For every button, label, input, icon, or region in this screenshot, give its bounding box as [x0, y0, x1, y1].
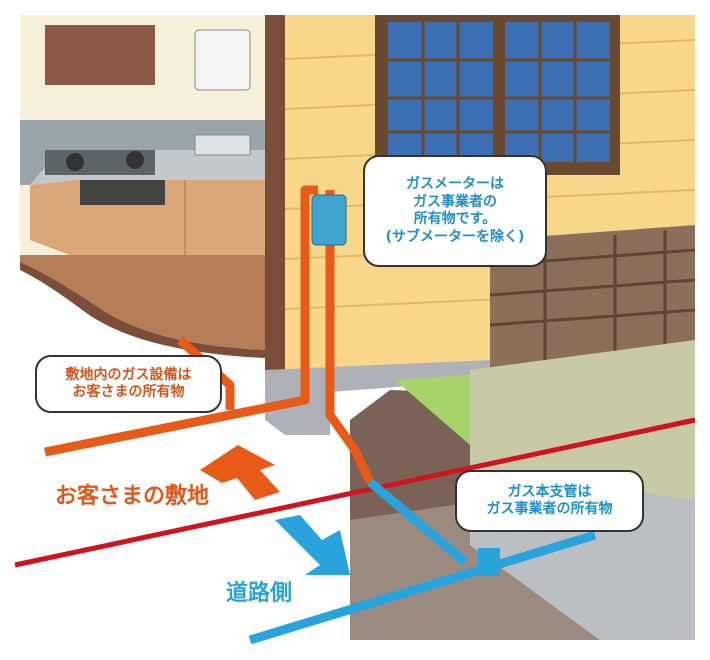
oven: [80, 180, 165, 205]
kitchen: [20, 15, 265, 358]
gas-meter: [311, 194, 347, 246]
callout-line: (サブメーターを除く): [385, 228, 525, 245]
grass: [395, 375, 470, 445]
callout-line: ガス事業者の: [413, 193, 497, 210]
arrow-up-customer: [200, 445, 280, 500]
property-boundary-line: [14, 417, 696, 568]
sink: [194, 134, 251, 156]
range-hood: [45, 25, 155, 85]
arrow-down-road: [275, 515, 350, 575]
callout-line: ガス事業者の所有物: [486, 501, 613, 517]
meter-callout: ガスメーターは ガス事業者の 所有物です。 (サブメーターを除く): [363, 155, 547, 267]
callout-line: 敷地内のガス設備は: [65, 366, 192, 383]
road-side-label: 道路側: [226, 581, 293, 606]
customer-land-label: お客さまの敷地: [55, 484, 210, 509]
callout-line: お客さまの所有物: [72, 384, 185, 400]
callout-line: 所有物です。: [413, 211, 497, 227]
callout-line: ガス本支管は: [507, 483, 592, 500]
water-heater: [194, 29, 251, 91]
customer-equipment-callout: 敷地内のガス設備は お客さまの所有物: [35, 355, 222, 413]
callout-line: ガスメーターは: [406, 176, 504, 192]
pipe-joint: [478, 548, 500, 576]
main-pipe-callout: ガス本支管は ガス事業者の所有物: [455, 470, 644, 532]
provider-gas-pipe: [248, 478, 597, 645]
